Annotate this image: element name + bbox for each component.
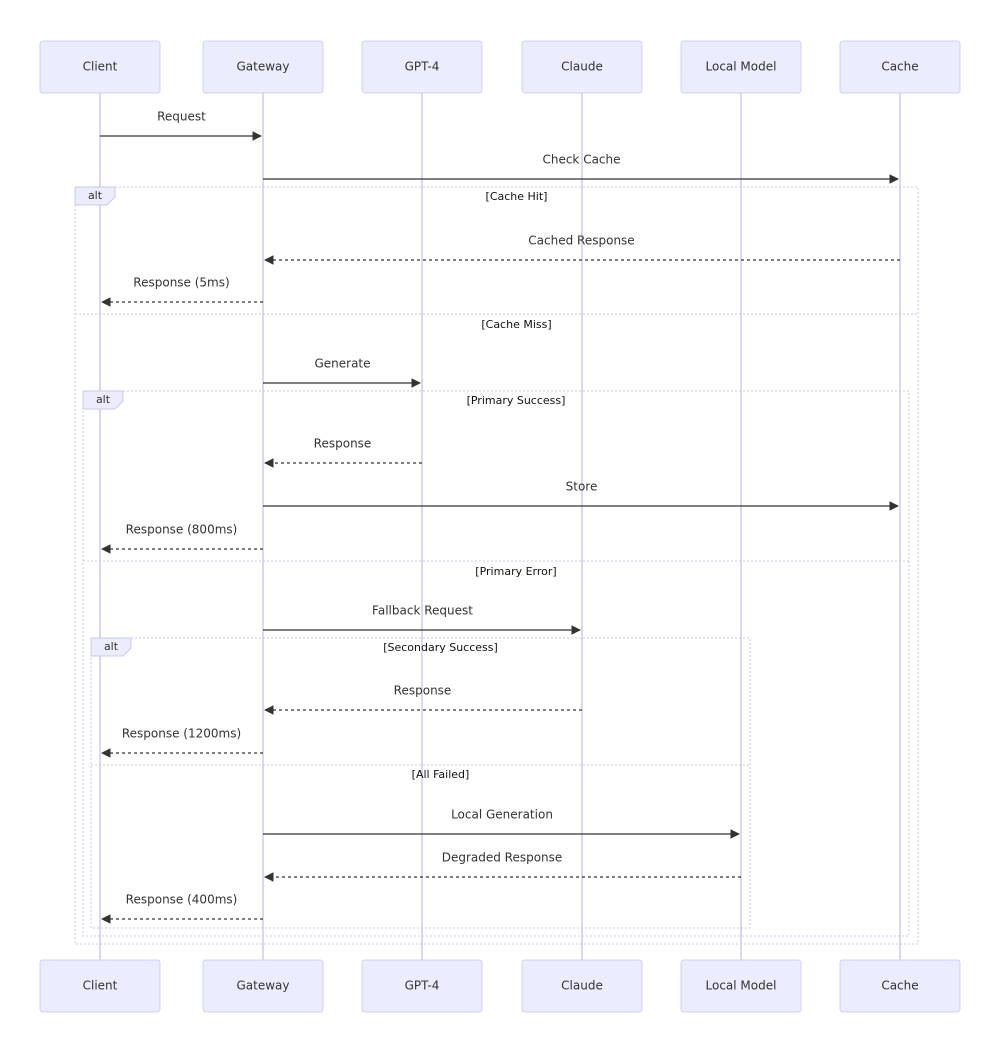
alt-tag-label-2: alt — [96, 393, 111, 406]
participant-box-claude-bottom — [521, 959, 643, 1013]
message-10: Response — [264, 684, 582, 715]
alt-frame-2: alt [Primary Success] [Primary Error] — [82, 390, 910, 937]
message-11: Response (1200ms) — [101, 727, 263, 758]
participant-box-gateway-bottom — [202, 959, 324, 1013]
alt-condition-1-2: [Cache Miss] — [481, 318, 551, 331]
message-label-3: Cached Response — [528, 234, 634, 248]
message-label-5: Generate — [314, 357, 370, 371]
message-3: Cached Response — [264, 234, 900, 265]
message-label-9: Fallback Request — [372, 604, 473, 618]
message-label-12: Local Generation — [451, 808, 553, 822]
participant-box-client-top — [39, 40, 161, 94]
participants: ClientClientGatewayGatewayGPT-4GPT-4Clau… — [39, 40, 961, 1013]
message-label-7: Store — [566, 480, 598, 494]
participant-box-local-bottom — [680, 959, 802, 1013]
participant-box-local-top — [680, 40, 802, 94]
message-5: Generate — [263, 357, 421, 388]
participant-label-cache-top: Cache — [881, 60, 918, 74]
participant-box-cache-top — [839, 40, 961, 94]
participant-label-client-top: Client — [83, 60, 118, 74]
participant-label-claude-top: Claude — [561, 60, 603, 74]
alt-tag-box-3 — [90, 637, 132, 657]
alt-condition-3-2: [All Failed] — [412, 768, 470, 781]
message-label-11: Response (1200ms) — [122, 727, 241, 741]
participant-box-gateway-top — [202, 40, 324, 94]
message-8: Response (800ms) — [101, 523, 263, 554]
participant-label-cache-bottom: Cache — [881, 979, 918, 993]
message-label-13: Degraded Response — [442, 851, 563, 865]
message-label-14: Response (400ms) — [126, 893, 238, 907]
message-label-6: Response — [314, 437, 372, 451]
message-12: Local Generation — [263, 808, 740, 839]
alt-tag-label-3: alt — [104, 640, 119, 653]
message-label-10: Response — [394, 684, 452, 698]
alt-frame-1: alt [Cache Hit] [Cache Miss] — [74, 186, 919, 945]
message-7: Store — [263, 480, 899, 511]
participant-box-cache-bottom — [839, 959, 961, 1013]
alt-frame-border-3 — [90, 637, 751, 929]
lifelines — [99, 93, 901, 960]
alt-frames: alt [Cache Hit] [Cache Miss] alt [Primary Su… — [74, 186, 919, 945]
alt-condition-1-1: [Cache Hit] — [486, 190, 548, 203]
alt-tag-label-1: alt — [88, 189, 103, 202]
message-4: Response (5ms) — [101, 276, 263, 307]
message-label-2: Check Cache — [542, 153, 620, 167]
alt-condition-2-2: [Primary Error] — [475, 565, 556, 578]
participant-box-claude-top — [521, 40, 643, 94]
alt-frame-3: alt [Secondary Success] [All Failed] — [90, 637, 751, 929]
message-9: Fallback Request — [263, 604, 581, 635]
alt-tag-box-1 — [74, 186, 116, 206]
participant-box-client-bottom — [39, 959, 161, 1013]
message-2: Check Cache — [263, 153, 899, 184]
message-label-1: Request — [157, 110, 206, 124]
alt-condition-2-1: [Primary Success] — [467, 394, 566, 407]
participant-label-gateway-bottom: Gateway — [236, 979, 289, 993]
participant-box-gpt4-top — [361, 40, 483, 94]
participant-label-local-bottom: Local Model — [706, 979, 777, 993]
message-13: Degraded Response — [264, 851, 741, 882]
participant-label-gateway-top: Gateway — [236, 60, 289, 74]
alt-frame-border-2 — [82, 390, 910, 937]
participant-label-client-bottom: Client — [83, 979, 118, 993]
message-14: Response (400ms) — [101, 893, 263, 924]
participant-label-claude-bottom: Claude — [561, 979, 603, 993]
alt-tag-box-2 — [82, 390, 124, 410]
alt-condition-3-1: [Secondary Success] — [383, 641, 498, 654]
participant-label-local-top: Local Model — [706, 60, 777, 74]
message-6: Response — [264, 437, 422, 468]
alt-frame-border-1 — [74, 186, 919, 945]
message-label-8: Response (800ms) — [126, 523, 238, 537]
participant-label-gpt4-top: GPT-4 — [405, 60, 440, 74]
participant-box-gpt4-bottom — [361, 959, 483, 1013]
message-1: Request — [100, 110, 262, 141]
message-label-4: Response (5ms) — [133, 276, 229, 290]
participant-label-gpt4-bottom: GPT-4 — [405, 979, 440, 993]
